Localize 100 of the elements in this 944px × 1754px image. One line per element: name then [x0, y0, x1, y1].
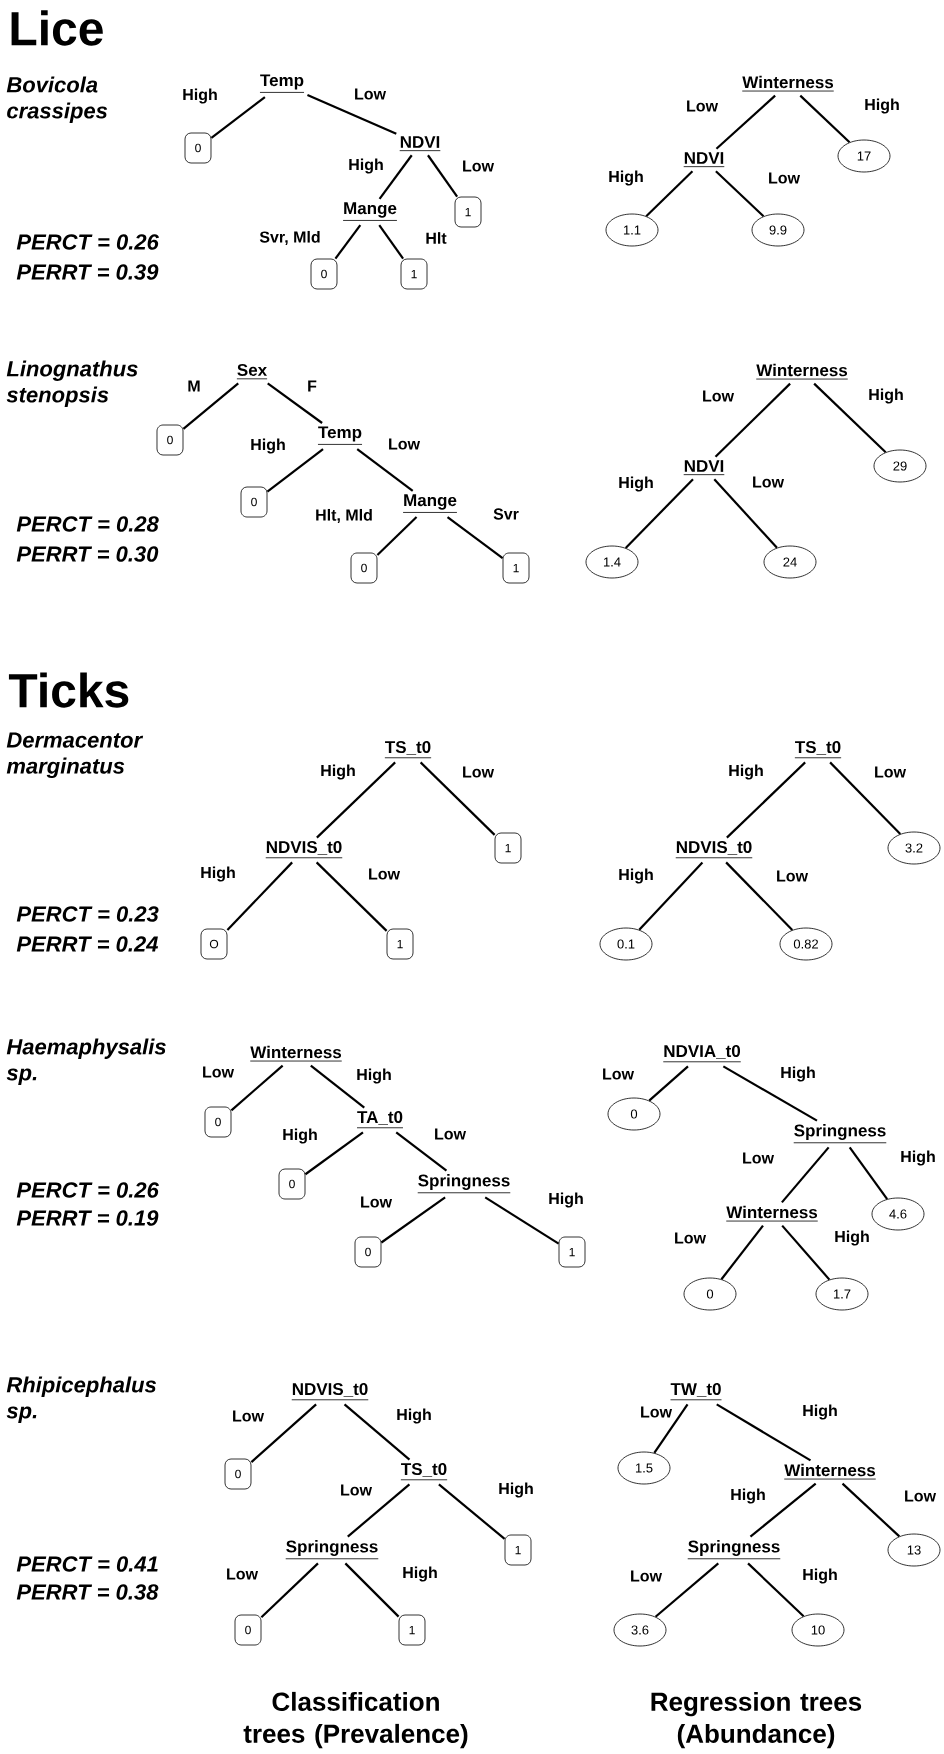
split-variable: Mange	[402, 494, 458, 513]
branch-label: Low	[777, 870, 809, 882]
branch-label: Low	[341, 1484, 373, 1496]
branch-line	[715, 94, 776, 150]
branch-label: High	[803, 1568, 837, 1584]
branch-line	[749, 1482, 817, 1538]
branch-line	[829, 761, 902, 835]
branch-label: Svr	[493, 508, 519, 520]
branch-line	[726, 761, 806, 839]
branch-label: Low	[603, 1068, 635, 1080]
branch-label: Low	[753, 476, 785, 488]
branch-line	[713, 478, 778, 549]
branch-label: High	[183, 88, 217, 104]
split-variable: Springness	[793, 1124, 887, 1144]
branch-label: Low	[687, 100, 719, 112]
branch-label: Low	[743, 1152, 775, 1164]
branch-line	[720, 1224, 764, 1280]
branch-label: High	[619, 868, 653, 884]
split-variable: TA_t0	[356, 1111, 404, 1129]
branch-line	[307, 94, 397, 135]
branch-line	[638, 861, 704, 931]
branch-line	[267, 382, 323, 424]
branch-line	[334, 224, 362, 260]
branch-line	[747, 1562, 805, 1618]
branch-label: Low	[905, 1490, 937, 1502]
branch-line	[380, 1196, 446, 1244]
error-rate: PERRT = 0.24	[16, 936, 159, 952]
section-heading: Ticks	[8, 672, 129, 708]
branch-line	[799, 94, 851, 144]
branch-label: High	[357, 1068, 391, 1084]
split-variable: Springness	[417, 1174, 511, 1194]
branch-line	[230, 1064, 284, 1112]
branch-line	[722, 1065, 818, 1122]
branch-line	[260, 1562, 319, 1619]
branch-line	[653, 1403, 689, 1454]
branch-line	[356, 448, 414, 492]
branch-line	[438, 1483, 506, 1540]
branch-line	[210, 96, 266, 139]
split-variable: NDVI	[683, 152, 725, 168]
split-variable: Winterness	[249, 1045, 343, 1062]
split-variable: NDVIS_t0	[265, 841, 343, 859]
branch-label: Low	[233, 1410, 265, 1422]
branch-label: M	[188, 380, 200, 392]
split-variable: TS_t0	[384, 741, 432, 759]
branch-line	[315, 861, 388, 932]
branch-label: Hlt	[426, 232, 447, 244]
branch-label: Low	[361, 1196, 393, 1208]
tree-type-caption: Regression trees (Abundance)	[651, 1691, 862, 1749]
branch-line	[250, 1403, 317, 1463]
split-variable: NDVIS_t0	[291, 1383, 369, 1401]
branch-label: High	[865, 98, 899, 114]
split-variable: TS_t0	[794, 741, 842, 759]
species-name: Rhipicephalus sp.	[6, 1376, 156, 1423]
branch-line	[304, 1131, 364, 1176]
branch-line	[226, 861, 293, 931]
branch-line	[813, 382, 887, 454]
split-variable: NDVIA_t0	[662, 1045, 742, 1063]
split-variable: NDVIS_t0	[675, 841, 753, 859]
branch-label: Low	[227, 1568, 259, 1580]
branch-line	[624, 478, 694, 549]
split-variable: TS_t0	[400, 1463, 448, 1481]
branch-line	[266, 448, 324, 493]
branch-label: High	[609, 170, 643, 186]
branch-label: High	[803, 1404, 837, 1420]
branch-label: High	[251, 438, 285, 454]
branch-label: Low	[769, 172, 801, 184]
split-variable: NDVI	[683, 460, 725, 476]
error-rate: PERRT = 0.39	[16, 264, 159, 280]
branch-line	[395, 1131, 448, 1172]
error-rate: PERRT = 0.30	[16, 546, 159, 562]
branch-line	[484, 1196, 560, 1245]
branch-label: Low	[875, 766, 907, 778]
branch-label: High	[283, 1128, 317, 1144]
split-variable: Springness	[285, 1540, 379, 1560]
split-variable: Mange	[342, 202, 398, 221]
error-rate: PERCT = 0.28	[16, 516, 159, 532]
branch-label: High	[835, 1230, 869, 1246]
branch-line	[316, 761, 396, 839]
section-heading: Lice	[11, 10, 103, 46]
branch-line	[310, 1064, 365, 1109]
branch-line	[715, 170, 765, 218]
branch-label: High	[619, 476, 653, 492]
branch-line	[841, 1482, 901, 1538]
split-variable: Winterness	[755, 363, 849, 380]
branch-line	[182, 382, 239, 430]
branch-label: Low	[203, 1066, 235, 1078]
branch-label: High	[499, 1482, 533, 1498]
branch-label: High	[901, 1150, 935, 1166]
split-variable: Winterness	[741, 75, 835, 92]
branch-label: High	[403, 1566, 437, 1582]
species-name: Bovicola crassipes	[6, 76, 108, 123]
split-variable: Temp	[259, 74, 305, 93]
branch-line	[376, 516, 418, 556]
branch-line	[344, 1562, 400, 1618]
species-name: Linognathus stenopsis	[6, 360, 138, 407]
branch-label: Low	[463, 766, 495, 778]
split-variable: Temp	[317, 426, 363, 445]
branch-line	[654, 1562, 720, 1618]
branch-line	[848, 1146, 889, 1200]
error-rate: PERCT = 0.23	[16, 906, 159, 922]
